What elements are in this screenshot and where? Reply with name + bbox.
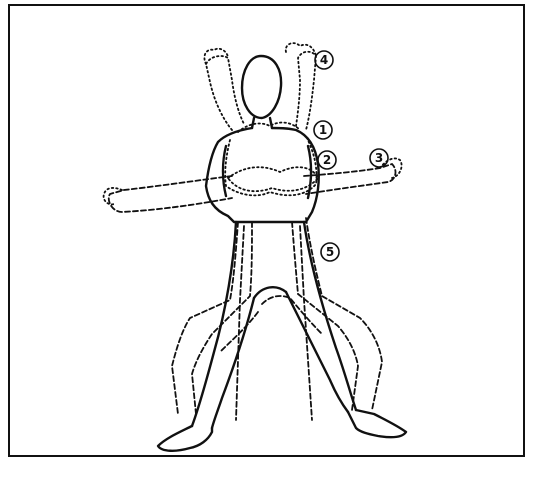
extended-hand-left (104, 188, 122, 204)
marker-1: 1 (314, 121, 332, 139)
figure-head (242, 56, 281, 118)
figure-foot-right (348, 410, 406, 437)
figure-arm-right-inner (308, 146, 311, 198)
wide-leg-right-outer (306, 218, 382, 410)
figure-leg-left (192, 222, 254, 428)
marker-1-label: 1 (319, 123, 327, 137)
raised-arm-right (296, 52, 316, 130)
inner-vertical-left (236, 226, 244, 420)
marker-4-label: 4 (320, 53, 328, 67)
marker-3: 3 (370, 149, 388, 167)
shoulder-line-dotted (238, 123, 300, 132)
marker-3-label: 3 (375, 151, 383, 165)
extended-hand-right (380, 158, 402, 178)
marker-2: 2 (318, 151, 336, 169)
marker-2-label: 2 (323, 153, 331, 167)
marker-5: 5 (321, 243, 339, 261)
marker-5-label: 5 (326, 245, 334, 259)
crossed-arms-dotted (228, 167, 318, 191)
raised-arm-left (206, 56, 244, 130)
marker-4: 4 (315, 51, 333, 69)
figure-foot-left (158, 426, 212, 451)
chest-outline-dotted (225, 136, 316, 195)
